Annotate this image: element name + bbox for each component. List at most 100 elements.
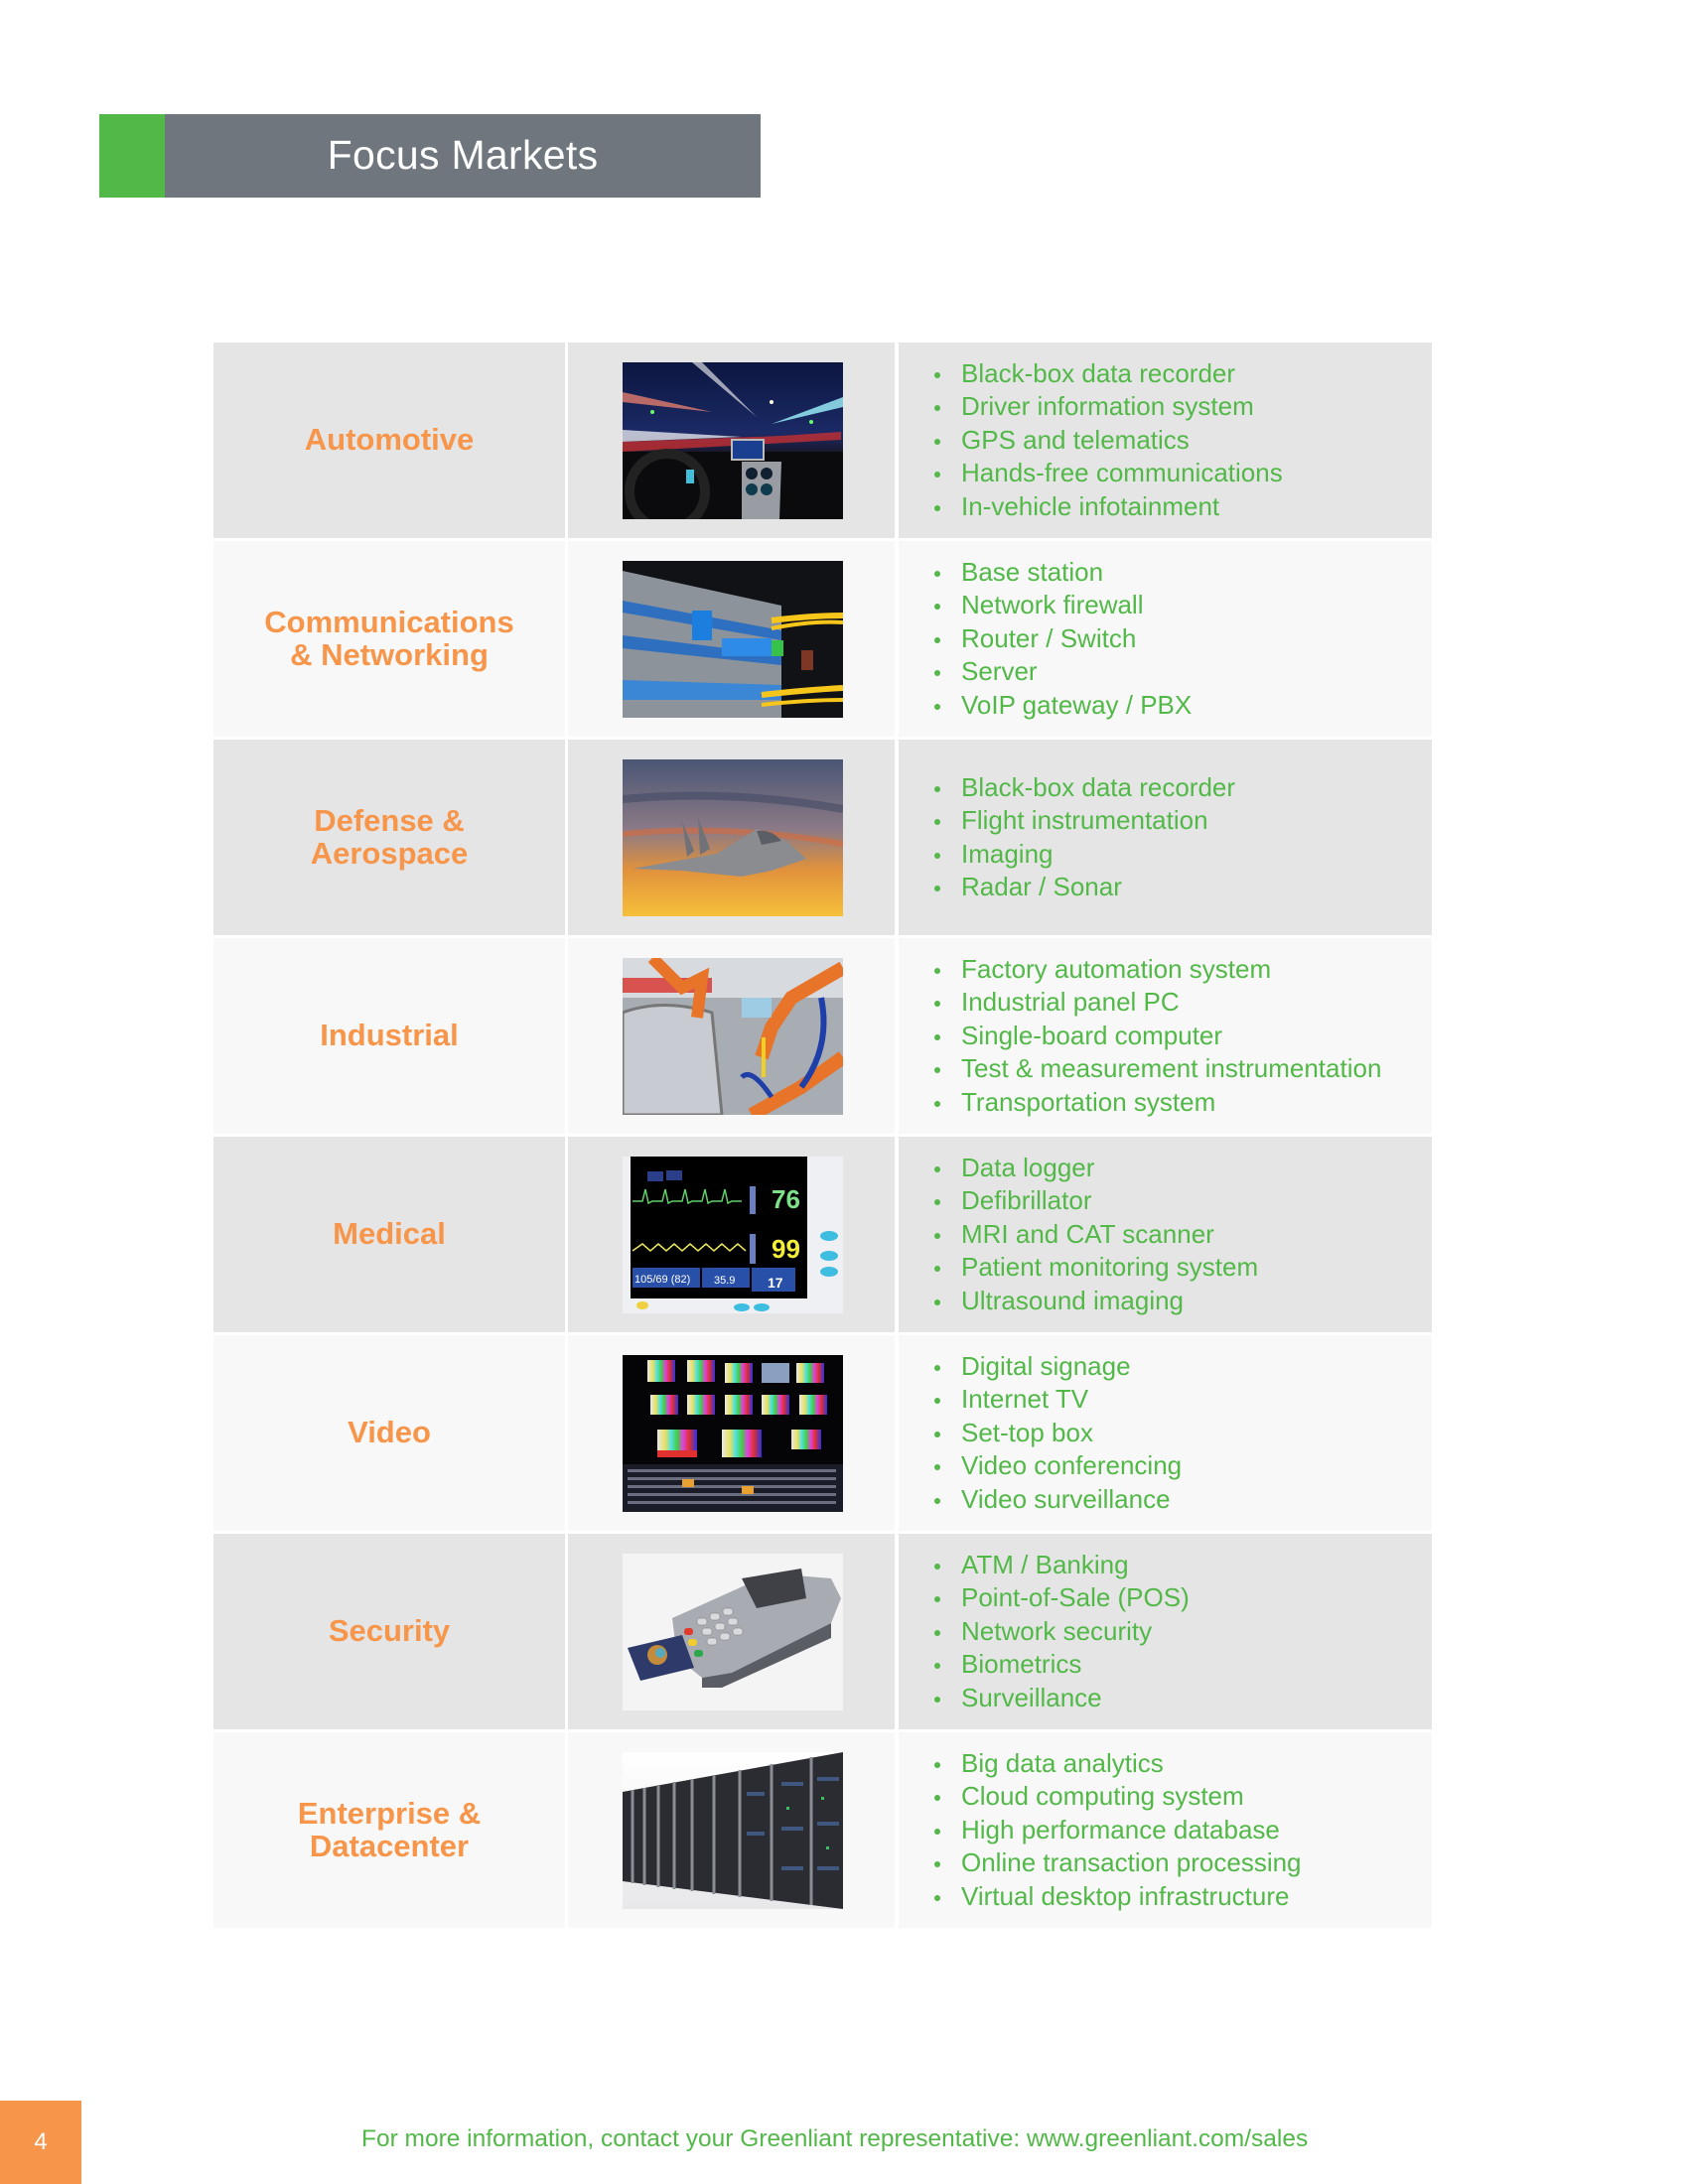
list-item: Cloud computing system [934, 1780, 1302, 1814]
list-item: Patient monitoring system [934, 1251, 1258, 1285]
list-item: Network security [934, 1615, 1190, 1649]
medical-photo: 76 99 105/69 (82) 35.9 17 [623, 1157, 843, 1313]
list-item: Internet TV [934, 1383, 1182, 1417]
security-photo [623, 1554, 843, 1710]
list-item: Server [934, 655, 1192, 689]
market-name-cell: Medical [213, 1137, 565, 1332]
list-item: In-vehicle infotainment [934, 490, 1283, 524]
section-header: Focus Markets [99, 114, 761, 198]
list-item: Imaging [934, 838, 1235, 872]
applications-list: Base station Network firewall Router / S… [934, 541, 1192, 737]
footer-contact-text: For more information, contact your Green… [361, 2125, 1309, 2152]
list-item: Black-box data recorder [934, 771, 1235, 805]
market-name: Industrial [320, 1018, 459, 1052]
market-name-cell: Enterprise & Datacenter [213, 1732, 565, 1928]
list-item: Virtual desktop infrastructure [934, 1880, 1302, 1914]
list-item: VoIP gateway / PBX [934, 689, 1192, 723]
list-item: Base station [934, 556, 1192, 590]
market-applications-cell: Base station Network firewall Router / S… [899, 541, 1432, 737]
market-name: Defense & Aerospace [310, 802, 469, 871]
networking-photo [623, 561, 843, 718]
list-item: Network firewall [934, 589, 1192, 622]
market-name: Medical [333, 1216, 446, 1251]
market-applications-cell: Data logger Defibrillator MRI and CAT sc… [899, 1137, 1432, 1332]
market-row-enterprise-datacenter: Enterprise & Datacenter [213, 1732, 1432, 1928]
list-item: Test & measurement instrumentation [934, 1052, 1381, 1086]
monitor-temp-readout: 35.9 [714, 1275, 735, 1287]
applications-list: Black-box data recorder Driver informati… [934, 342, 1283, 538]
list-item: Video conferencing [934, 1449, 1182, 1483]
market-name-cell: Security [213, 1534, 565, 1729]
list-item: Big data analytics [934, 1747, 1302, 1781]
list-item: Video surveillance [934, 1483, 1182, 1517]
list-item: Radar / Sonar [934, 871, 1235, 904]
market-row-medical: Medical 76 99 105/69 ( [213, 1137, 1432, 1332]
list-item: Digital signage [934, 1350, 1182, 1384]
list-item: Single-board computer [934, 1020, 1381, 1053]
monitor-spo2-readout: 99 [772, 1234, 800, 1264]
market-row-communications-networking: Communications & Networking [213, 541, 1432, 737]
list-item: Flight instrumentation [934, 804, 1235, 838]
applications-list: Factory automation system Industrial pan… [934, 938, 1381, 1134]
datacenter-photo [623, 1752, 843, 1909]
list-item: Surveillance [934, 1682, 1190, 1715]
market-image-cell [568, 938, 895, 1134]
market-name: Communications & Networking [264, 604, 514, 672]
market-row-defense-aerospace: Defense & Aerospace [213, 740, 1432, 935]
list-item: Biometrics [934, 1648, 1190, 1682]
header-accent-block [99, 114, 165, 198]
applications-list: Digital signage Internet TV Set-top box … [934, 1335, 1182, 1531]
market-applications-cell: Black-box data recorder Driver informati… [899, 342, 1432, 538]
list-item: Hands-free communications [934, 457, 1283, 490]
market-applications-cell: Big data analytics Cloud computing syste… [899, 1732, 1432, 1928]
market-applications-cell: Digital signage Internet TV Set-top box … [899, 1335, 1432, 1531]
market-row-automotive: Automotive [213, 342, 1432, 538]
list-item: Transportation system [934, 1086, 1381, 1120]
applications-list: Data logger Defibrillator MRI and CAT sc… [934, 1137, 1258, 1332]
applications-list: Black-box data recorder Flight instrumen… [934, 740, 1235, 935]
market-image-cell [568, 740, 895, 935]
market-image-cell [568, 1534, 895, 1729]
market-name-cell: Video [213, 1335, 565, 1531]
market-name-cell: Industrial [213, 938, 565, 1134]
market-image-cell: 76 99 105/69 (82) 35.9 17 [568, 1137, 895, 1332]
list-item: MRI and CAT scanner [934, 1218, 1258, 1252]
page-title: Focus Markets [327, 131, 599, 178]
list-item: GPS and telematics [934, 424, 1283, 458]
list-item: Factory automation system [934, 953, 1381, 987]
page-number: 4 [0, 2101, 81, 2184]
market-name: Security [328, 1613, 451, 1648]
applications-list: Big data analytics Cloud computing syste… [934, 1732, 1302, 1928]
market-image-cell [568, 1732, 895, 1928]
list-item: Set-top box [934, 1417, 1182, 1450]
market-row-industrial: Industrial F [213, 938, 1432, 1134]
market-name-cell: Automotive [213, 342, 565, 538]
list-item: Data logger [934, 1152, 1258, 1185]
monitor-hr-readout: 76 [772, 1184, 800, 1214]
list-item: Driver information system [934, 390, 1283, 424]
monitor-bp-readout: 105/69 (82) [634, 1274, 690, 1286]
market-applications-cell: ATM / Banking Point-of-Sale (POS) Networ… [899, 1534, 1432, 1729]
list-item: ATM / Banking [934, 1549, 1190, 1582]
market-applications-cell: Black-box data recorder Flight instrumen… [899, 740, 1432, 935]
market-name-cell: Communications & Networking [213, 541, 565, 737]
market-name-cell: Defense & Aerospace [213, 740, 565, 935]
list-item: Point-of-Sale (POS) [934, 1581, 1190, 1615]
market-applications-cell: Factory automation system Industrial pan… [899, 938, 1432, 1134]
list-item: Online transaction processing [934, 1846, 1302, 1880]
list-item: Ultrasound imaging [934, 1285, 1258, 1318]
applications-list: ATM / Banking Point-of-Sale (POS) Networ… [934, 1534, 1190, 1729]
list-item: Black-box data recorder [934, 357, 1283, 391]
market-image-cell [568, 1335, 895, 1531]
market-name: Video [348, 1415, 431, 1449]
market-image-cell [568, 342, 895, 538]
automotive-photo [623, 362, 843, 519]
list-item: Defibrillator [934, 1184, 1258, 1218]
monitor-resp-readout: 17 [768, 1275, 783, 1291]
industrial-photo [623, 958, 843, 1115]
list-item: Industrial panel PC [934, 986, 1381, 1020]
market-row-security: Security [213, 1534, 1432, 1729]
list-item: Router / Switch [934, 622, 1192, 656]
market-name: Automotive [304, 422, 475, 457]
market-row-video: Video [213, 1335, 1432, 1531]
